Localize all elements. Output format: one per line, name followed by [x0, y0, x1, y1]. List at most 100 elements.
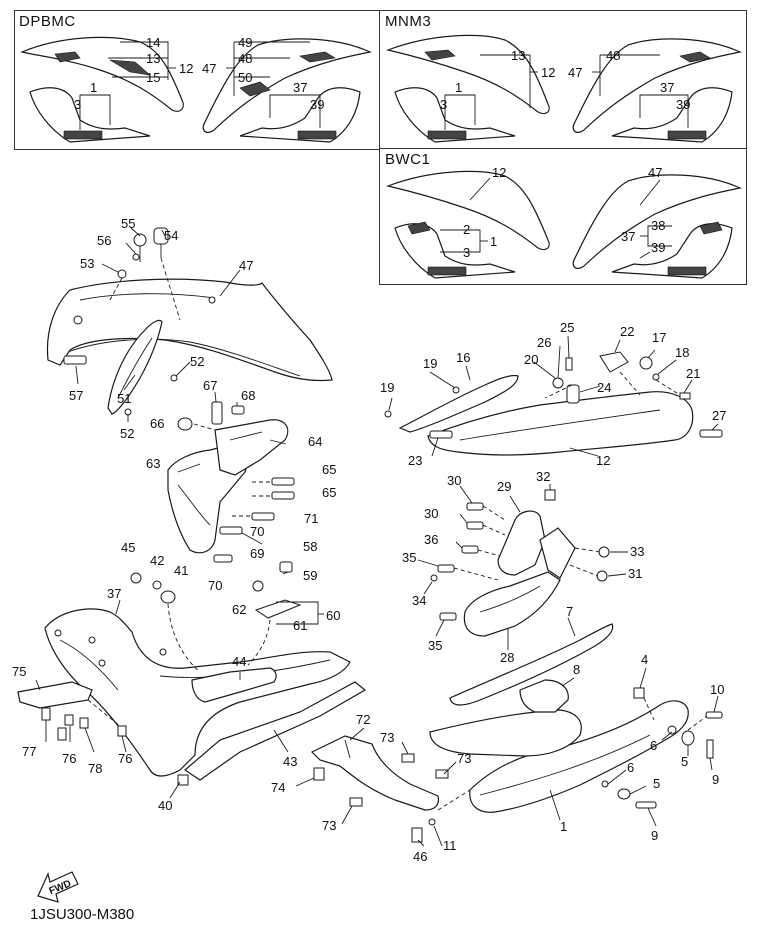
- callout-55: 55: [121, 216, 135, 231]
- bwc1-num-2: 2: [463, 222, 470, 237]
- callout-74: 74: [271, 780, 285, 795]
- callout-58: 58: [303, 539, 317, 554]
- mnm3-num-39: 39: [676, 97, 690, 112]
- callout-60: 60: [326, 608, 340, 623]
- dpbmc-num-49: 49: [238, 35, 252, 50]
- callout-47: 47: [239, 258, 253, 273]
- callout-leaders: [35, 227, 719, 847]
- callout-34: 34: [412, 593, 426, 608]
- bwc1-num-47: 47: [648, 165, 662, 180]
- hardware-upper-left: [63, 227, 181, 416]
- inset-mnm3-drawing: [385, 34, 742, 143]
- callout-37: 37: [107, 586, 121, 601]
- callout-71: 71: [304, 511, 318, 526]
- callout-67: 67: [203, 378, 217, 393]
- callout-65-b: 65: [322, 485, 336, 500]
- inset-mnm3-callouts: 13 12 1 3 48 47 37 39: [440, 48, 690, 130]
- callout-63: 63: [146, 456, 160, 471]
- bwc1-num-37: 37: [621, 229, 635, 244]
- callout-73-b: 73: [457, 751, 471, 766]
- dpbmc-num-48: 48: [238, 51, 252, 66]
- callout-26: 26: [537, 335, 551, 350]
- part-16: [398, 374, 519, 433]
- mnm3-num-48: 48: [606, 48, 620, 63]
- callout-19-b: 19: [423, 356, 437, 371]
- callout-76-a: 76: [62, 751, 76, 766]
- dpbmc-num-37: 37: [293, 80, 307, 95]
- callout-12: 12: [596, 453, 610, 468]
- dpbmc-num-13: 13: [146, 51, 160, 66]
- callout-7: 7: [566, 604, 573, 619]
- inset-bwc1-drawing: [385, 170, 742, 279]
- callout-73-c: 73: [322, 818, 336, 833]
- callout-70-b: 70: [208, 578, 222, 593]
- callout-78: 78: [88, 761, 102, 776]
- callout-44: 44: [232, 654, 246, 669]
- bwc1-num-39: 39: [651, 240, 665, 255]
- inset-bwc1-label: BWC1: [385, 151, 431, 168]
- part-7: [449, 623, 614, 706]
- dpbmc-num-3: 3: [74, 97, 81, 112]
- callout-28: 28: [500, 650, 514, 665]
- inset-dpbmc-callouts: 14 13 15 12 1 3 49 48 50 47 37 39: [74, 35, 324, 130]
- callout-6-b: 6: [627, 760, 634, 775]
- callout-27: 27: [712, 408, 726, 423]
- callout-64: 64: [308, 434, 322, 449]
- inset-dpbmc-drawing: [20, 36, 372, 143]
- part-8: [519, 679, 569, 713]
- callout-20: 20: [524, 352, 538, 367]
- callout-1: 1: [560, 819, 567, 834]
- callout-9-a: 9: [712, 772, 719, 787]
- callout-75: 75: [12, 664, 26, 679]
- callout-69: 69: [250, 546, 264, 561]
- duct-29: [497, 510, 576, 579]
- callout-32: 32: [536, 469, 550, 484]
- hardware-upper-right: [384, 351, 723, 439]
- dpbmc-num-50: 50: [238, 70, 252, 85]
- callout-30-a: 30: [447, 473, 461, 488]
- callout-57: 57: [69, 388, 83, 403]
- callout-9-b: 9: [651, 828, 658, 843]
- bwc1-num-38: 38: [651, 218, 665, 233]
- callout-22: 22: [620, 324, 634, 339]
- callout-21: 21: [686, 366, 700, 381]
- duct-28: [463, 571, 561, 637]
- hardware-duct: [430, 489, 610, 621]
- dpbmc-num-12: 12: [179, 61, 193, 76]
- dpbmc-num-15: 15: [146, 70, 160, 85]
- callout-10: 10: [710, 682, 724, 697]
- hardware-left-lower: [130, 561, 302, 786]
- dpbmc-num-1: 1: [90, 80, 97, 95]
- callout-35-b: 35: [428, 638, 442, 653]
- callout-4: 4: [641, 652, 648, 667]
- callout-62: 62: [232, 602, 246, 617]
- upper-cowl-right-12: [427, 391, 694, 456]
- callout-41: 41: [174, 563, 188, 578]
- callout-46: 46: [413, 849, 427, 864]
- callout-16: 16: [456, 350, 470, 365]
- callout-33: 33: [630, 544, 644, 559]
- callout-51: 51: [117, 391, 131, 406]
- callout-73-a: 73: [380, 730, 394, 745]
- callout-30-b: 30: [424, 506, 438, 521]
- inset-mnm3-label: MNM3: [385, 13, 432, 30]
- diagram-code: 1JSU300-M380: [30, 906, 135, 923]
- callout-52-b: 52: [120, 426, 134, 441]
- mnm3-num-3: 3: [440, 97, 447, 112]
- callout-numbers: 55 56 54 53 47 52 57 51 52 67 68 66 64 6…: [12, 216, 726, 864]
- callout-56: 56: [97, 233, 111, 248]
- inner-panel-63: [167, 419, 289, 554]
- callout-8: 8: [573, 662, 580, 677]
- callout-65-a: 65: [322, 462, 336, 477]
- hardware-center: [177, 401, 295, 563]
- mnm3-num-1: 1: [455, 80, 462, 95]
- dpbmc-num-14: 14: [146, 35, 160, 50]
- callout-5-b: 5: [653, 776, 660, 791]
- mnm3-num-12: 12: [541, 65, 555, 80]
- side-cowl-right-1: [429, 700, 689, 813]
- callout-24: 24: [597, 380, 611, 395]
- upper-cowl-left-47: [46, 278, 333, 382]
- callout-31: 31: [628, 566, 642, 581]
- inset-dpbmc-label: DPBMC: [19, 13, 76, 30]
